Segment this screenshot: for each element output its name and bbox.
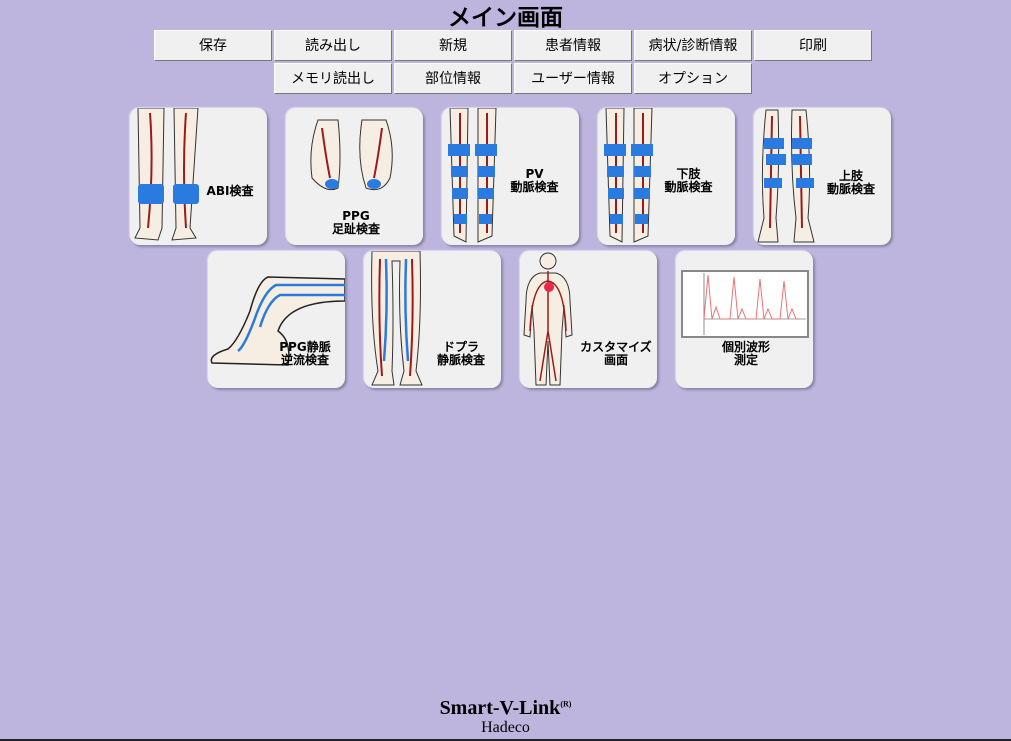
pv-artery-test-tile[interactable]: PV 動脈検査 bbox=[442, 108, 579, 245]
customize-screen-tile[interactable]: カスタマイズ 画面 bbox=[520, 251, 657, 388]
brand-name: Smart-V-Link(R) bbox=[0, 697, 1011, 720]
site-info-button[interactable]: 部位情報 bbox=[394, 63, 512, 94]
body-circulation-icon bbox=[523, 252, 573, 386]
tile-label: 下肢 動脈検査 bbox=[664, 167, 713, 194]
individual-waveform-tile[interactable]: 個別波形 測定 bbox=[676, 251, 813, 388]
tile-label: PPG静脈 逆流検査 bbox=[279, 340, 331, 367]
feet-icon bbox=[310, 119, 393, 191]
patient-info-button[interactable]: 患者情報 bbox=[514, 30, 632, 61]
doppler-venous-test-tile[interactable]: ドプラ 静脈検査 bbox=[364, 251, 501, 388]
legs-multi-cuff-icon bbox=[448, 108, 497, 243]
options-button[interactable]: オプション bbox=[634, 63, 752, 94]
arms-cuff-icon bbox=[757, 109, 815, 243]
legs-multi-cuff-icon bbox=[604, 108, 653, 243]
tile-label: PV 動脈検査 bbox=[510, 167, 559, 194]
tile-label: カスタマイズ 画面 bbox=[580, 340, 652, 367]
tile-label: 上肢 動脈検査 bbox=[826, 169, 875, 196]
registered-mark: (R) bbox=[560, 699, 572, 709]
tile-label: ABI検査 bbox=[206, 184, 254, 198]
waveform-chart-icon bbox=[681, 270, 809, 338]
new-button[interactable]: 新規 bbox=[394, 30, 512, 61]
diagnosis-info-button[interactable]: 病状/診断情報 bbox=[634, 30, 752, 61]
legs-cuff-icon bbox=[134, 108, 199, 241]
user-info-button[interactable]: ユーザー情報 bbox=[514, 63, 632, 94]
legs-veins-icon bbox=[371, 251, 423, 386]
print-button[interactable]: 印刷 bbox=[754, 30, 872, 61]
leg-side-icon bbox=[210, 276, 345, 366]
load-button[interactable]: 読み出し bbox=[274, 30, 392, 61]
page-title: メイン画面 bbox=[448, 5, 563, 31]
brand-text: Smart-V-Link bbox=[439, 697, 561, 719]
tile-label: PPG 足趾検査 bbox=[331, 209, 380, 236]
ppg-toe-test-tile[interactable]: PPG 足趾検査 bbox=[286, 108, 423, 245]
upper-limb-artery-test-tile[interactable]: 上肢 動脈検査 bbox=[754, 108, 891, 245]
maker-name: Hadeco bbox=[481, 719, 530, 736]
bottom-divider bbox=[0, 739, 1011, 741]
save-button[interactable]: 保存 bbox=[154, 30, 272, 61]
tile-label: 個別波形 測定 bbox=[721, 340, 770, 367]
ppg-venous-reflux-test-tile[interactable]: PPG静脈 逆流検査 bbox=[208, 251, 345, 388]
lower-limb-artery-test-tile[interactable]: 下肢 動脈検査 bbox=[598, 108, 735, 245]
abi-test-tile[interactable]: ABI検査 bbox=[130, 108, 267, 245]
tile-label: ドプラ 静脈検査 bbox=[436, 340, 485, 367]
memory-load-button[interactable]: メモリ読出し bbox=[274, 63, 392, 94]
